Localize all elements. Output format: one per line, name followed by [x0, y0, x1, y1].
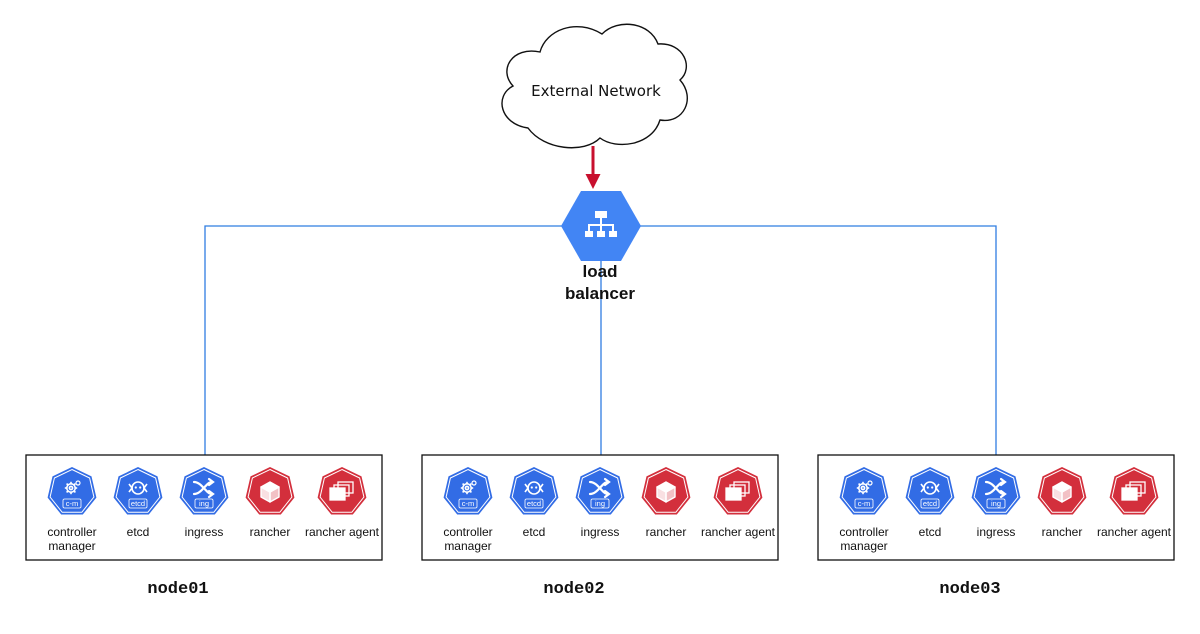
component-label: ingress: [977, 525, 1016, 539]
controller-manager-icon: c-m: [839, 467, 889, 515]
component-label: controller: [47, 525, 96, 539]
load-balancer-label-line1: load: [583, 262, 618, 281]
external-network: External Network: [501, 23, 688, 149]
icon-badge-text: c-m: [66, 499, 79, 508]
icon-badge-text: c-m: [858, 499, 871, 508]
node-name-label: node02: [543, 580, 604, 599]
cloud-icon: [501, 23, 688, 149]
external-network-label: External Network: [531, 82, 661, 100]
component-label: controller: [839, 525, 888, 539]
etcd-icon: etcd: [905, 467, 955, 515]
connector-node03: [640, 225, 1000, 462]
rancher-agent-icon: [713, 467, 763, 515]
ingress-icon: ing: [575, 467, 625, 515]
component-label: rancher agent: [1097, 525, 1172, 539]
component-label: ingress: [185, 525, 224, 539]
icon-badge-text: etcd: [131, 499, 145, 508]
load-balancer-icon: [561, 191, 641, 261]
component-label-line2: manager: [840, 539, 887, 553]
etcd-icon: etcd: [113, 467, 163, 515]
controller-manager-icon: c-m: [443, 467, 493, 515]
load-balancer: load balancer: [561, 191, 641, 303]
rancher-agent-icon: [317, 467, 367, 515]
icon-badge-text: c-m: [462, 499, 475, 508]
component-label: rancher: [1042, 525, 1083, 539]
rancher-icon: [1037, 467, 1087, 515]
rancher-icon: [245, 467, 295, 515]
icon-badge-text: etcd: [527, 499, 541, 508]
ingress-icon: ing: [179, 467, 229, 515]
rancher-icon: [641, 467, 691, 515]
component-label-line2: manager: [48, 539, 95, 553]
component-label: etcd: [127, 525, 150, 539]
connectors: [201, 225, 1000, 462]
controller-manager-icon: c-m: [47, 467, 97, 515]
component-label: rancher: [250, 525, 291, 539]
load-balancer-label-line2: balancer: [565, 284, 635, 303]
icon-badge-text: ing: [199, 499, 209, 508]
component-label: rancher agent: [305, 525, 380, 539]
component-label: ingress: [581, 525, 620, 539]
rancher-agent-icon: [1109, 467, 1159, 515]
component-label: controller: [443, 525, 492, 539]
etcd-icon: etcd: [509, 467, 559, 515]
component-label: rancher: [646, 525, 687, 539]
connector-node01: [201, 225, 562, 462]
node-name-label: node01: [147, 580, 208, 599]
component-label: etcd: [919, 525, 942, 539]
icon-badge-text: ing: [991, 499, 1001, 508]
component-label-line2: manager: [444, 539, 491, 553]
component-label: etcd: [523, 525, 546, 539]
icon-badge-text: ing: [595, 499, 605, 508]
ingress-icon: ing: [971, 467, 1021, 515]
icon-badge-text: etcd: [923, 499, 937, 508]
node-name-label: node03: [939, 580, 1000, 599]
component-label: rancher agent: [701, 525, 776, 539]
